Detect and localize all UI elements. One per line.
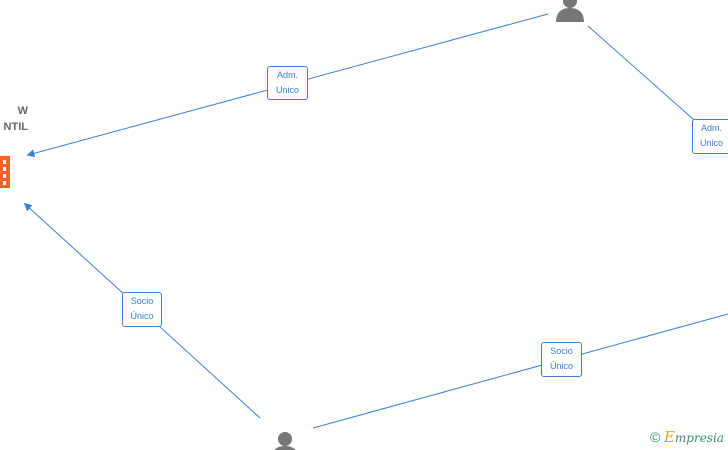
relation-qualifier: Único <box>549 361 573 371</box>
copyright-symbol: © <box>650 429 661 445</box>
relation-socio-unico-box[interactable]: Socio Único <box>541 342 582 377</box>
relation-adm-unico-box[interactable]: Adm. Unico <box>267 66 308 100</box>
brand-initial: E <box>663 428 675 446</box>
edge-bottom-person-to-right <box>312 313 728 429</box>
company-name[interactable]: W NTIL <box>0 103 28 135</box>
relation-socio-unico-box[interactable]: Socio Único <box>122 292 162 327</box>
relation-adm-unico-box[interactable]: Adm. Unico <box>692 119 728 154</box>
relation-role: Adm. <box>700 123 722 133</box>
empresia-watermark: © Empresia <box>650 428 724 446</box>
relation-role: Socio <box>550 346 573 356</box>
relation-role: Adm. <box>276 70 298 80</box>
company-name-line2: NTIL <box>3 121 28 133</box>
person-icon[interactable] <box>555 0 585 22</box>
company-name-line1: W <box>17 105 28 117</box>
relation-qualifier: Unico <box>275 85 299 95</box>
relation-role: Socio <box>130 296 154 306</box>
relation-qualifier: Unico <box>699 138 723 148</box>
relation-qualifier: Único <box>130 311 154 321</box>
person-icon[interactable] <box>270 430 300 450</box>
brand-name: mpresia <box>674 431 724 445</box>
building-icon[interactable] <box>0 154 10 188</box>
